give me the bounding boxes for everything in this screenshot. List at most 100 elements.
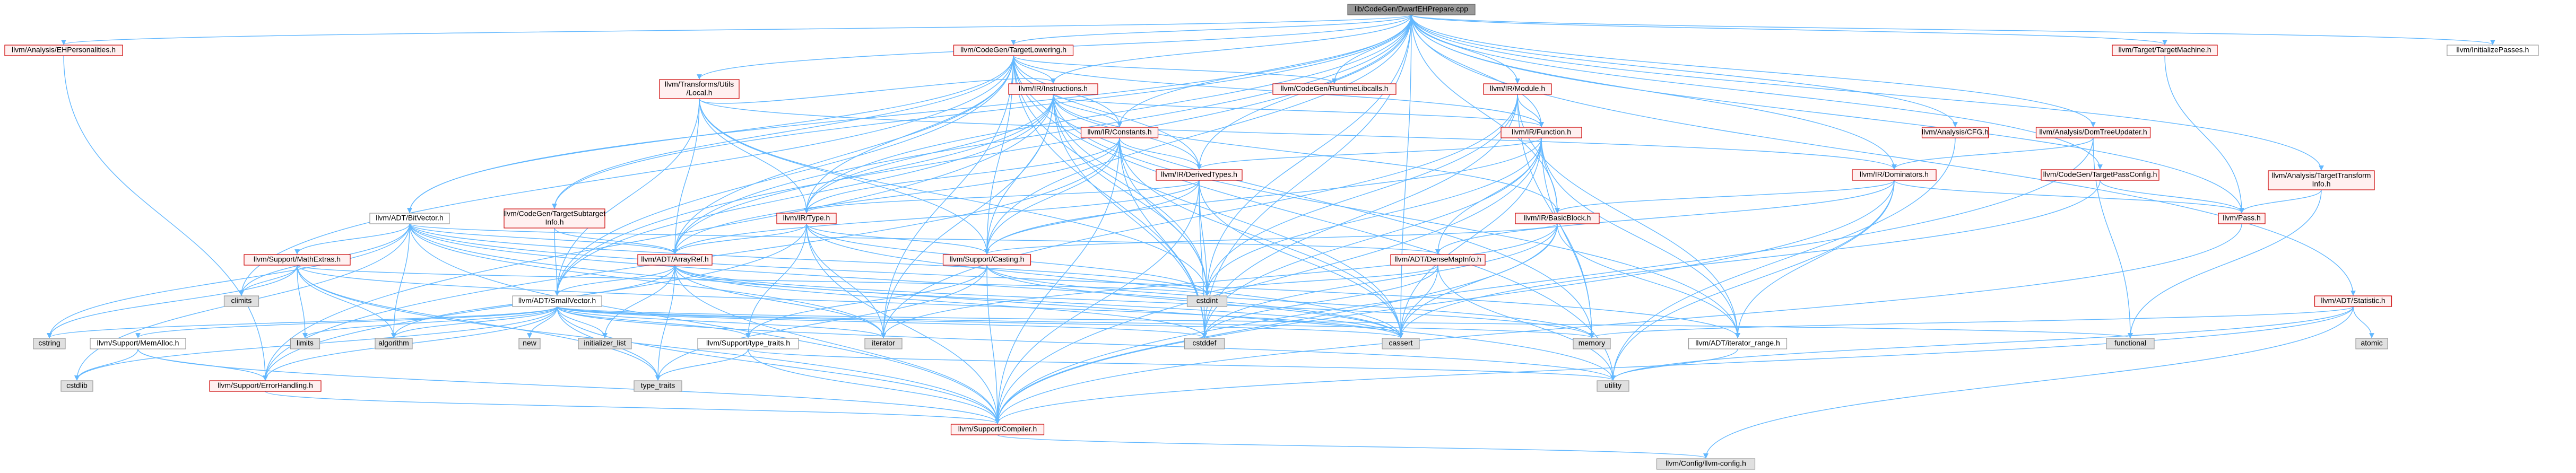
node-llvm-ir-dominators-h[interactable]: llvm/IR/Dominators.h [1852,169,1937,181]
edge-smallvector-to-cassert [557,306,1403,338]
node-label: llvm/CodeGen/RuntimeLibcalls.h [1280,84,1388,93]
node-utility[interactable]: utility [1597,380,1629,392]
edge-densemapinfo-to-utility [1437,265,1616,381]
node-label: llvm/InitializePasses.h [2457,46,2529,54]
node-llvm-ir-instructions-h[interactable]: llvm/IR/Instructions.h [1008,83,1098,95]
edge-tti-to-pass [2239,189,2322,213]
edge-root-to-module [1411,14,1520,84]
node-label: llvm/ADT/iterator_range.h [1695,339,1780,347]
node-box [1382,338,1420,349]
edge-root-to-ttm [1411,14,2167,45]
node-label: llvm/Analysis/TargetTransform [2272,171,2371,180]
edge-tti-to-functional [2128,189,2322,338]
node-cstdint[interactable]: cstdint [1186,295,1228,307]
node-llvm-adt-iterator-range-h[interactable]: llvm/ADT/iterator_range.h [1688,338,1788,349]
node-llvm-codegen-targetlowering-h[interactable]: llvm/CodeGen/TargetLowering.h [953,45,1074,56]
node-type-traits[interactable]: type_traits [634,380,682,392]
node-lib-codegen-dwarfehprepare-cpp[interactable]: lib/CodeGen/DwarfEHPrepare.cpp [1347,4,1476,15]
node-llvm-adt-bitvector-h[interactable]: llvm/ADT/BitVector.h [369,213,450,224]
node-label: llvm/Support/type_traits.h [706,339,790,347]
node-llvm-adt-smallvector-h[interactable]: llvm/ADT/SmallVector.h [512,295,602,307]
edge-statistic-to-compiler [995,306,2354,424]
node-label: Info.h [2312,180,2330,188]
node-iterator[interactable]: iterator [864,338,903,349]
node-algorithm[interactable]: algorithm [375,338,413,349]
node-llvm-analysis-domtreeupdater-h[interactable]: llvm/Analysis/DomTreeUpdater.h [2035,127,2151,138]
node-llvm-support-type-traits-h[interactable]: llvm/Support/type_traits.h [697,338,799,349]
edge-dominators-to-compiler [995,180,1895,424]
node-label: llvm/ADT/SmallVector.h [518,296,596,305]
edge-function-to-cassert [1398,137,1542,338]
edge-instr-to-cstddef [1053,94,1207,338]
edge-bitvector-to-mathextras [294,223,410,255]
node-llvm-support-compiler-h[interactable]: llvm/Support/Compiler.h [950,424,1045,435]
node-label: llvm/IR/BasicBlock.h [1524,214,1591,222]
node-llvm-pass-h[interactable]: llvm/Pass.h [2218,213,2266,224]
node-llvm-config-llvm-config-h[interactable]: llvm/Config/llvm-config.h [1656,458,1756,470]
node-llvm-adt-densemapinfo-h[interactable]: llvm/ADT/DenseMapInfo.h [1390,254,1486,266]
node-llvm-codegen-runtimelibcalls-h[interactable]: llvm/CodeGen/RuntimeLibcalls.h [1272,83,1397,95]
node-box [512,295,602,307]
edge-module-to-cstdint [1204,94,1518,296]
node-label: iterator [872,339,895,347]
node-llvm-ir-type-h[interactable]: llvm/IR/Type.h [776,213,837,224]
node-memory[interactable]: memory [1573,338,1611,349]
node-llvm-adt-arrayref-h[interactable]: llvm/ADT/ArrayRef.h [637,254,713,266]
node-limits[interactable]: limits [290,338,320,349]
edge-arrayref-to-smallvector [554,265,675,296]
edge-iterrange-to-utility [1610,348,1738,381]
node-box [244,254,351,266]
node-llvm-ir-constants-h[interactable]: llvm/IR/Constants.h [1080,127,1159,138]
edge-smallvector-to-cstddef [557,306,1207,338]
edge-tpc-to-pass [2100,180,2244,213]
node-llvm-initializepasses-h[interactable]: llvm/InitializePasses.h [2447,45,2539,56]
node-llvm-adt-statistic-h[interactable]: llvm/ADT/Statistic.h [2314,295,2392,307]
edge-module-to-cstddef [1202,94,1518,338]
node-llvm-transforms-utils-local-h[interactable]: llvm/Transforms/Utils/Local.h [659,79,740,99]
edge-instr-to-constants [1053,94,1122,127]
node-label: new [523,339,537,347]
node-new[interactable]: new [518,338,541,349]
node-initializer-list[interactable]: initializer_list [578,338,632,349]
node-llvm-target-targetmachine-h[interactable]: llvm/Target/TargetMachine.h [2112,45,2218,56]
edge-mathextras-to-cassert [297,265,1403,338]
node-box [2035,127,2151,138]
node-llvm-analysis-ehpersonalities-h[interactable]: llvm/Analysis/EHPersonalities.h [4,45,123,56]
node-box [1184,338,1225,349]
node-llvm-codegen-targetpassconfig-h[interactable]: llvm/CodeGen/TargetPassConfig.h [2041,169,2159,181]
node-cstring[interactable]: cstring [33,338,66,349]
node-llvm-support-memalloc-h[interactable]: llvm/Support/MemAlloc.h [90,338,186,349]
node-box [2112,45,2218,56]
node-llvm-support-errorhandling-h[interactable]: llvm/Support/ErrorHandling.h [209,380,322,392]
edge-trlocal-to-instr [699,78,1056,104]
node-box [1483,83,1552,95]
edge-root-to-instr [1051,14,1412,84]
edge-derived-to-arrayref [672,180,1200,255]
edge-casting-to-memory [986,265,1594,338]
edge-cfg-to-utility [1610,137,1956,381]
node-functional[interactable]: functional [2106,338,2155,349]
node-label: llvm/IR/DerivedTypes.h [1161,170,1237,179]
node-cstdlib[interactable]: cstdlib [60,380,93,392]
edge-constants-to-cstdint [1119,137,1210,296]
node-box [659,79,740,99]
node-atomic[interactable]: atomic [2355,338,2388,349]
node-llvm-ir-function-h[interactable]: llvm/IR/Function.h [1501,127,1582,138]
node-label: llvm/IR/Type.h [783,214,830,222]
node-cstddef[interactable]: cstddef [1184,338,1225,349]
node-llvm-analysis-cfg-h[interactable]: llvm/Analysis/CFG.h [1921,127,1989,138]
edge-dominators-to-bb [1555,180,1895,213]
node-label: algorithm [378,339,409,347]
node-llvm-ir-derivedtypes-h[interactable]: llvm/IR/DerivedTypes.h [1156,169,1243,181]
edge-derived-to-casting [984,180,1200,255]
node-llvm-support-casting-h[interactable]: llvm/Support/Casting.h [942,254,1031,266]
node-climits[interactable]: climits [223,295,259,307]
node-llvm-support-mathextras-h[interactable]: llvm/Support/MathExtras.h [244,254,351,266]
node-llvm-ir-basicblock-h[interactable]: llvm/IR/BasicBlock.h [1515,213,1600,224]
edge-arrayref-to-memory [674,265,1594,338]
node-cassert[interactable]: cassert [1382,338,1420,349]
edge-bitvector-to-densemapinfo [409,223,1441,255]
node-llvm-ir-module-h[interactable]: llvm/IR/Module.h [1483,83,1552,95]
